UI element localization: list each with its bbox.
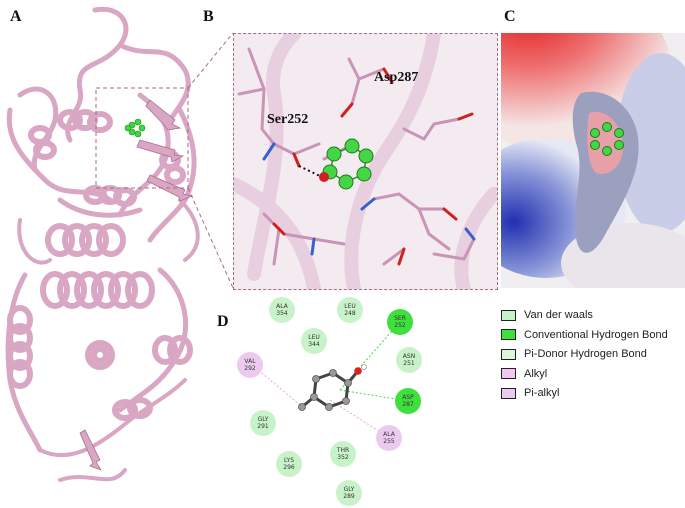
asp287-label: Asp287 — [374, 70, 419, 85]
legend-item: Pi-alkyl — [501, 386, 681, 400]
legend-swatch — [501, 329, 516, 340]
legend-label: Alkyl — [524, 367, 548, 380]
legend-item: Alkyl — [501, 367, 681, 381]
panel-c-letter: C — [504, 8, 516, 25]
legend-item: Conventional Hydrogen Bond — [501, 328, 681, 342]
legend-label: Conventional Hydrogen Bond — [524, 328, 668, 341]
legend-swatch — [501, 387, 516, 399]
legend-item: Van der waals — [501, 308, 681, 322]
legend-label: Pi-Donor Hydrogen Bond — [524, 348, 647, 360]
zoom-connector — [187, 32, 234, 289]
legend-label: Van der waals — [524, 309, 593, 321]
protein-ribbon-panel — [5, 6, 200, 482]
legend-item: Pi-Donor Hydrogen Bond — [501, 347, 681, 361]
legend-swatch — [501, 309, 516, 321]
interaction-legend: Van der waals Conventional Hydrogen Bond… — [501, 308, 681, 406]
panel-a-letter: A — [10, 8, 22, 25]
electrostatic-surface-panel — [501, 33, 685, 288]
panel-b-letter: B — [203, 8, 214, 25]
legend-label: Pi-alkyl — [524, 387, 560, 399]
active-site-drawing — [234, 34, 497, 289]
legend-swatch — [501, 348, 516, 360]
ser252-label: Ser252 — [267, 112, 309, 127]
panel-d-letter: D — [217, 313, 229, 330]
interaction-lines — [249, 321, 403, 438]
legend-swatch — [501, 368, 516, 379]
active-site-panel: Ser252 Asp287 — [233, 33, 498, 290]
